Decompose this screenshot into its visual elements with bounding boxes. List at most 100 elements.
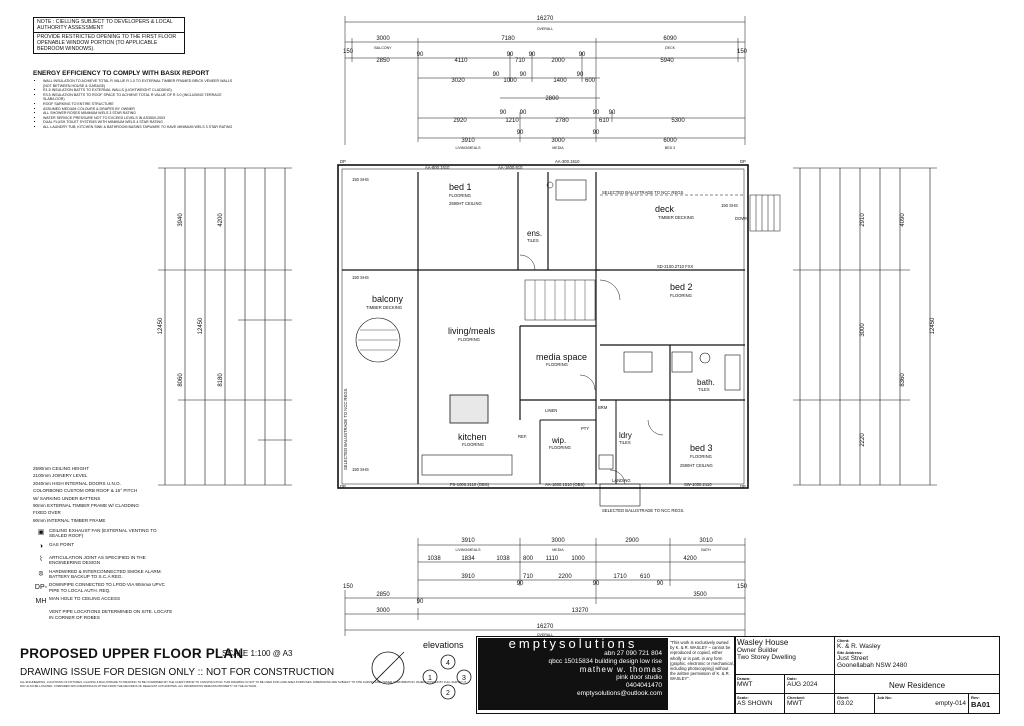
energy-item: ASSUMED MEDIUM COLOURS & DRAPES BY OWNER	[43, 107, 233, 112]
ceiling-exhaust-fan-icon: ▣	[37, 529, 45, 537]
company-abn: abn 27 090 721 804	[604, 650, 662, 657]
dim-top: 90	[517, 130, 524, 136]
legend-text: HARDWIRED & INTERCONNECTED SMOKE ALARM. …	[49, 568, 162, 580]
legend-text: VENT PIPE LOCATIONS DETERMINED ON SITE. …	[49, 609, 173, 620]
dim-top: 90	[579, 52, 586, 58]
post-label-3: 150 SHS	[352, 467, 369, 472]
dim-bottom: 150	[737, 584, 748, 590]
room-landing: LANDING	[612, 478, 631, 483]
room-deck: deck	[655, 204, 675, 214]
legend-text: GAS POINT	[49, 541, 75, 547]
dim-bottom: 90	[417, 599, 424, 605]
job-value: empty-014	[935, 700, 966, 707]
manhole-icon: MH	[35, 597, 47, 605]
dim-top: 610	[599, 118, 610, 124]
dim-top: 6000	[663, 138, 677, 144]
window-tag-top3: AA-300.1510	[555, 159, 580, 164]
legend-text: CEILING EXHAUST FAN (EXTERNAL VENTING TO…	[49, 528, 157, 539]
spec-line: 2590mm CEILING HEIGHT	[33, 466, 90, 471]
dim-top: 90	[520, 72, 527, 78]
ceiling-note: NOTE : CIELLING SUBJECT TO DEVELOPERS & …	[34, 18, 184, 33]
dim-top: 1210	[505, 118, 519, 124]
energy-heading: ENERGY EFFICIENCY TO COMPLY WITH BASIX R…	[33, 70, 210, 77]
post-label-1: 150 SHS	[352, 177, 369, 182]
room-bed3-ceiling: 2590HT CEILING	[680, 463, 713, 468]
dim-left: 4200	[218, 213, 224, 227]
room-kitchen-floor: FLOORING	[462, 442, 484, 447]
elevation-marker-4: 4	[446, 660, 450, 667]
dim-right: 4090	[900, 213, 906, 227]
dim-bottom-sub: LIVING/MEALS	[456, 548, 482, 552]
legend-text: ARTICULATION JOINT AS SPECIFIED IN THE E…	[49, 554, 146, 566]
energy-list: WALL INSULATION TO ACHIEVE TOTAL R VALUE…	[43, 79, 233, 130]
site-suburb: Goonellabah NSW 2480	[837, 662, 908, 669]
energy-item: ROOF SARKING TO ENTIRE STRUCTURE	[43, 102, 233, 107]
dim-left: 12450	[198, 317, 204, 334]
dim-bottom: 710	[523, 574, 534, 580]
dim-bottom: 90	[657, 581, 664, 587]
site-label: Site Address:	[837, 650, 863, 655]
room-linen: LINEN	[545, 408, 557, 413]
sheet-value: 03.02	[837, 700, 854, 707]
room-bed1-floor: FLOORING	[449, 193, 471, 198]
room-wip-floor: FLOORING	[549, 445, 571, 450]
dim-right: 2220	[860, 433, 866, 447]
dim-bottom: 90	[593, 581, 600, 587]
downpipe-tag-3: DP	[740, 159, 746, 164]
company-brand: emptysolutions abn 27 090 721 804 qbcc 1…	[478, 637, 668, 710]
dim-bottom: 800	[523, 556, 534, 562]
drawn-label: Drawn:	[737, 676, 751, 681]
room-bed2-floor: FLOORING	[670, 293, 692, 298]
window-tag-bed2: SD-2100.2710 FXX	[657, 264, 694, 269]
company-email[interactable]: emptysolutions@outlook.com	[577, 690, 662, 697]
room-balcony: balcony	[372, 294, 404, 304]
window-tag-top2: AA-1600.610	[498, 165, 523, 170]
dim-bottom: 1710	[613, 574, 627, 580]
elevations-label: elevations	[423, 640, 464, 650]
dim-top: 150	[737, 49, 748, 55]
dim-top: 2780	[555, 118, 569, 124]
dim-left: 12450	[158, 317, 164, 334]
scale-value: AS SHOWN	[737, 700, 773, 707]
dim-bottom: 2850	[376, 592, 390, 598]
legend-row: DP◦DOWNPIPE CONNECTED TO LPOD VIA 90mmø …	[33, 582, 173, 593]
dim-bottom-sub: MEDIA	[552, 548, 564, 552]
checked-value: MWT	[787, 700, 803, 707]
dim-top-sub: LIVING/MEALS	[456, 146, 482, 150]
spec-line: W/ SARKING UNDER BATTENS	[33, 495, 101, 501]
dim-top: 3000	[551, 138, 565, 144]
dim-bottom-sub: BATH	[701, 548, 711, 552]
room-ldry: ldry	[619, 431, 632, 440]
legend-row: ⌇ ARTICULATION JOINT AS SPECIFIED IN THE …	[33, 555, 173, 566]
dim-bottom: 3500	[693, 592, 707, 598]
dim-top-sub: DECK	[665, 46, 676, 50]
dim-top-sub: BED 3	[665, 146, 675, 150]
scale-label: Scale:	[737, 695, 749, 700]
fine-print: ALL ENGINEERING, LOCATIONS OF FIXTURES, …	[20, 680, 467, 688]
dim-top-overall-label: OVERALL	[537, 27, 554, 31]
articulation-joint-icon: ⌇	[39, 556, 43, 564]
balustrade-bottom-note: SELECTED BALUSTRADE TO NCC REGS.	[602, 508, 684, 513]
room-kitchen: kitchen	[458, 432, 487, 442]
drawing-issue: DRAWING ISSUE FOR DESIGN ONLY :: NOT FOR…	[20, 667, 335, 678]
legend-row: ▣ CEILING EXHAUST FAN (EXTERNAL VENTING T…	[33, 528, 173, 539]
legend-text: MAN HOLE TO CEILING ACCESS	[49, 596, 121, 602]
dim-top: 3910	[461, 138, 475, 144]
elevation-marker-1: 1	[428, 675, 432, 682]
dim-bottom: 1834	[461, 556, 475, 562]
date-value: AUG 2024	[787, 681, 818, 688]
window-tag-top1: AA-800.1510	[425, 165, 450, 170]
residence-title: New Residence	[888, 681, 946, 690]
dim-bottom: 3910	[461, 538, 475, 544]
dim-bottom: 1038	[496, 556, 510, 562]
dim-top: 6090	[663, 36, 677, 42]
company-person: mathew w. thomas	[579, 665, 662, 674]
dim-top: 90	[500, 110, 507, 116]
room-media-floor: FLOORING	[546, 362, 568, 367]
room-ldry-floor: TILES	[619, 440, 631, 445]
energy-item: DUAL FLUSH TOILET SYSTEMS WITH MINIMUM W…	[43, 120, 233, 125]
dim-bottom: 2900	[625, 538, 639, 544]
dim-bottom: 4200	[683, 556, 697, 562]
